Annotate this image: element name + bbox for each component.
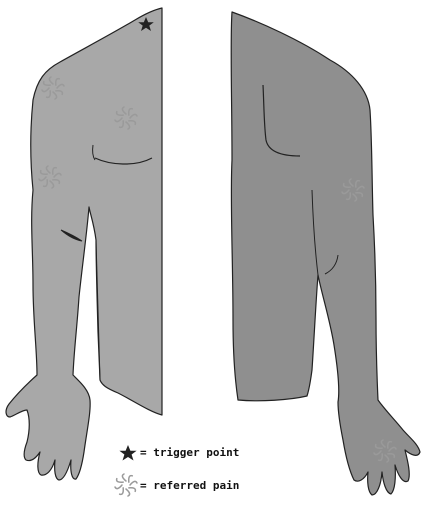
- arm-front-view: [6, 8, 162, 480]
- legend-referred-label: = referred pain: [140, 479, 239, 492]
- swirl-icon: [115, 474, 137, 496]
- arm-back-silhouette: [231, 12, 420, 495]
- legend-trigger-point: = trigger point: [119, 445, 239, 461]
- arm-front-silhouette: [6, 8, 162, 480]
- star-icon: [119, 445, 136, 461]
- legend-trigger-label: = trigger point: [140, 446, 239, 459]
- legend-referred-pain: = referred pain: [115, 474, 239, 496]
- arm-back-view: [231, 12, 420, 495]
- legend: = trigger point = referred pain: [115, 445, 239, 496]
